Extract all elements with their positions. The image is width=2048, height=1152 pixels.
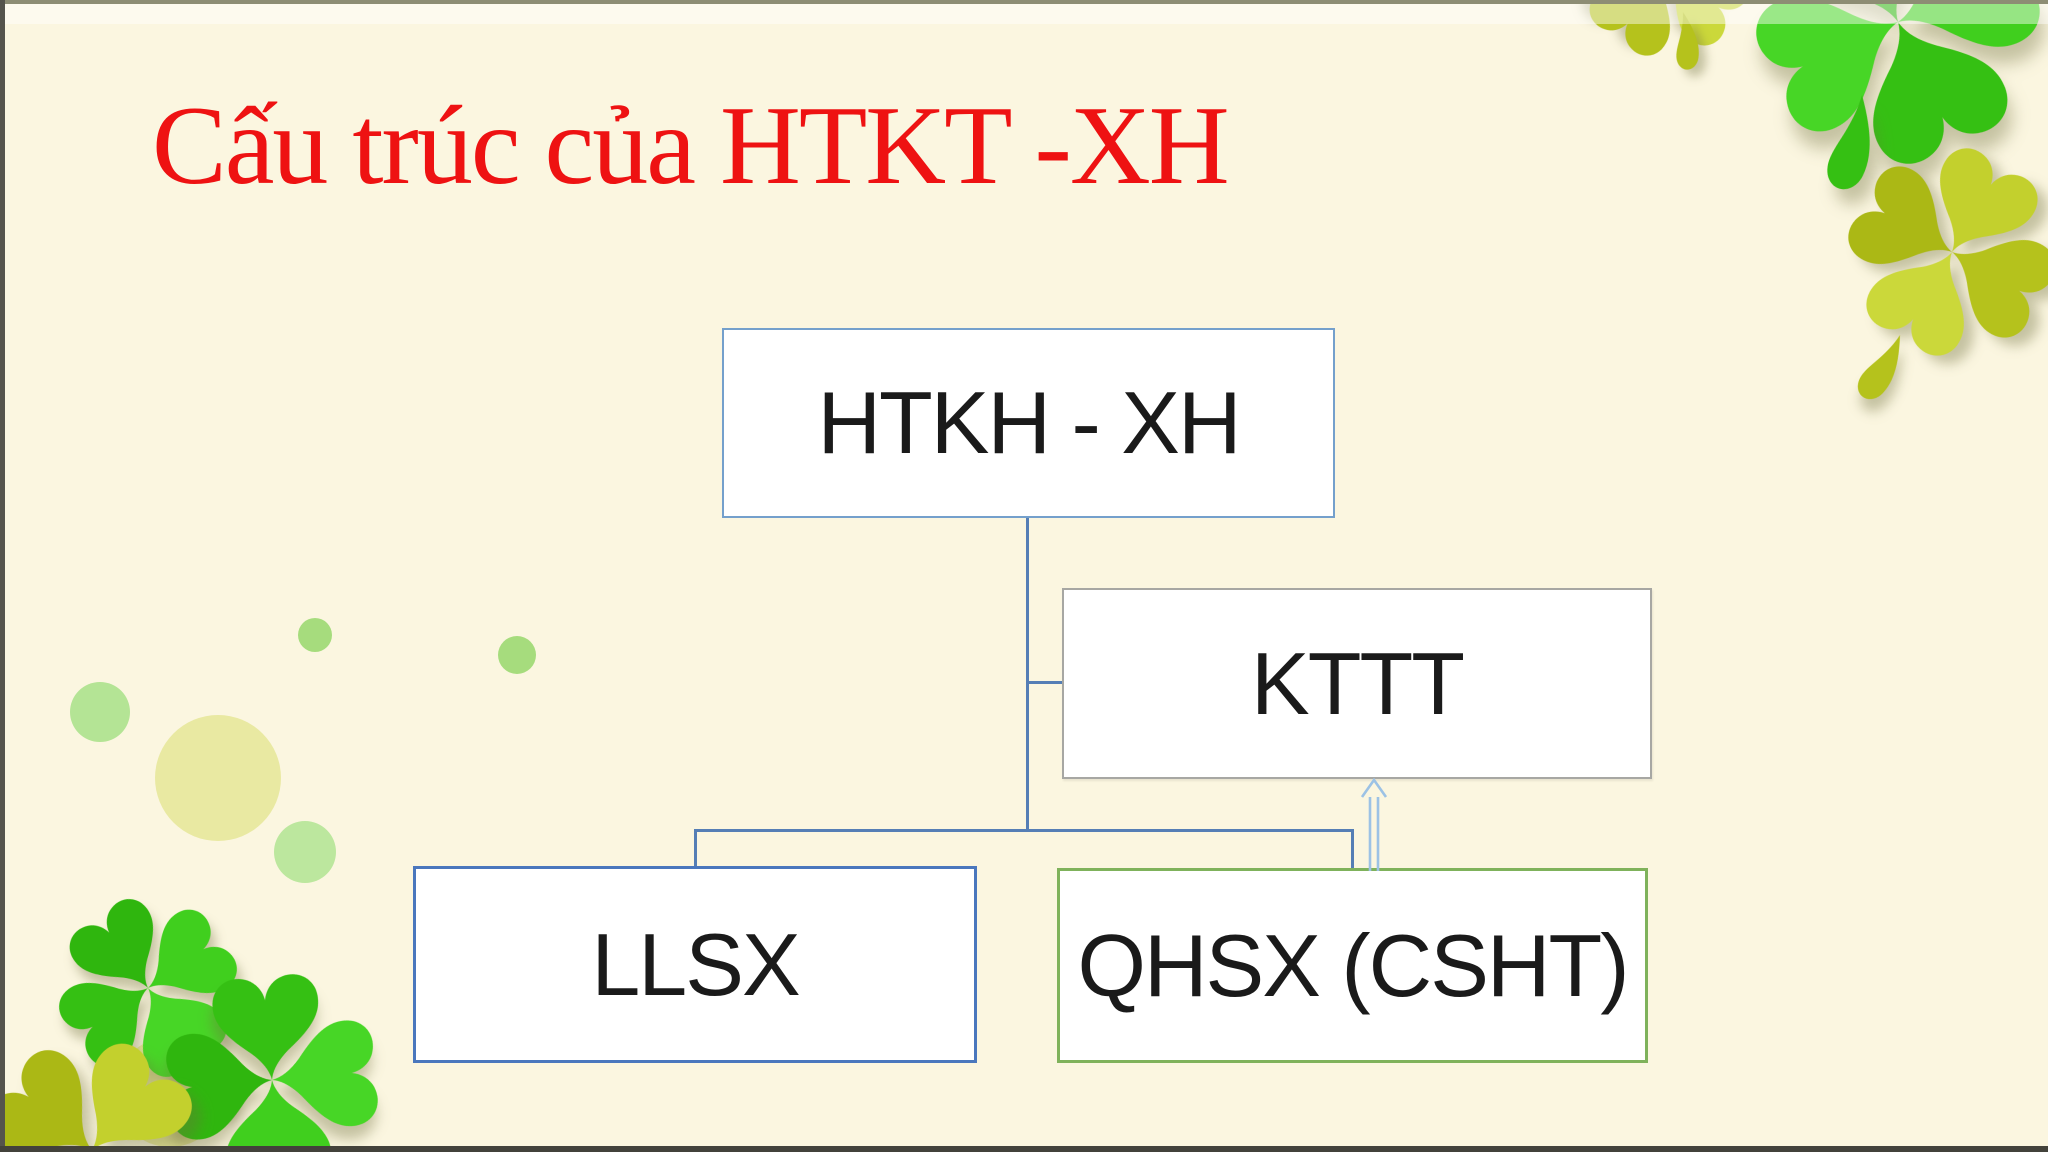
clover-icon <box>1745 0 2048 175</box>
clover-stem-icon <box>1853 327 1911 406</box>
node-htkh-xh: HTKH - XH <box>722 328 1335 518</box>
watermark-strip <box>0 4 2048 24</box>
circle-decoration <box>115 1037 225 1147</box>
connector-to-llsx <box>694 829 697 868</box>
node-qhsx-csht-label: QHSX (CSHT) <box>1077 915 1630 1015</box>
clover-icon <box>1839 139 2048 365</box>
connector-to-kttt <box>1026 681 1064 684</box>
node-qhsx-csht: QHSX (CSHT) <box>1057 868 1648 1063</box>
connector-to-qhsx <box>1351 829 1354 871</box>
double-line-up-arrow-icon <box>1360 777 1388 871</box>
clover-icon <box>0 1033 209 1152</box>
circle-decoration <box>70 682 130 742</box>
circle-decoration <box>298 618 332 652</box>
node-htkh-xh-label: HTKH - XH <box>817 373 1242 472</box>
clover-icon <box>50 890 246 1086</box>
connector-htkh-trunk <box>1026 518 1029 831</box>
node-kttt: KTTT <box>1062 588 1652 779</box>
node-llsx: LLSX <box>413 866 977 1063</box>
node-kttt-label: KTTT <box>1251 633 1465 733</box>
bottom-edge-line <box>0 1146 2048 1152</box>
node-llsx-label: LLSX <box>591 914 800 1014</box>
left-edge-line <box>0 0 5 1152</box>
clover-stem-icon <box>190 1051 236 1120</box>
top-edge-line <box>0 0 2048 4</box>
clover-icon <box>164 972 380 1152</box>
clover-stem-icon <box>1824 91 1878 193</box>
circle-decoration <box>498 636 536 674</box>
circle-decoration <box>155 715 281 841</box>
circle-decoration <box>274 821 336 883</box>
slide-title: Cấu trúc của HTKT -XH <box>152 84 1230 208</box>
connector-branch-bar <box>694 829 1354 832</box>
